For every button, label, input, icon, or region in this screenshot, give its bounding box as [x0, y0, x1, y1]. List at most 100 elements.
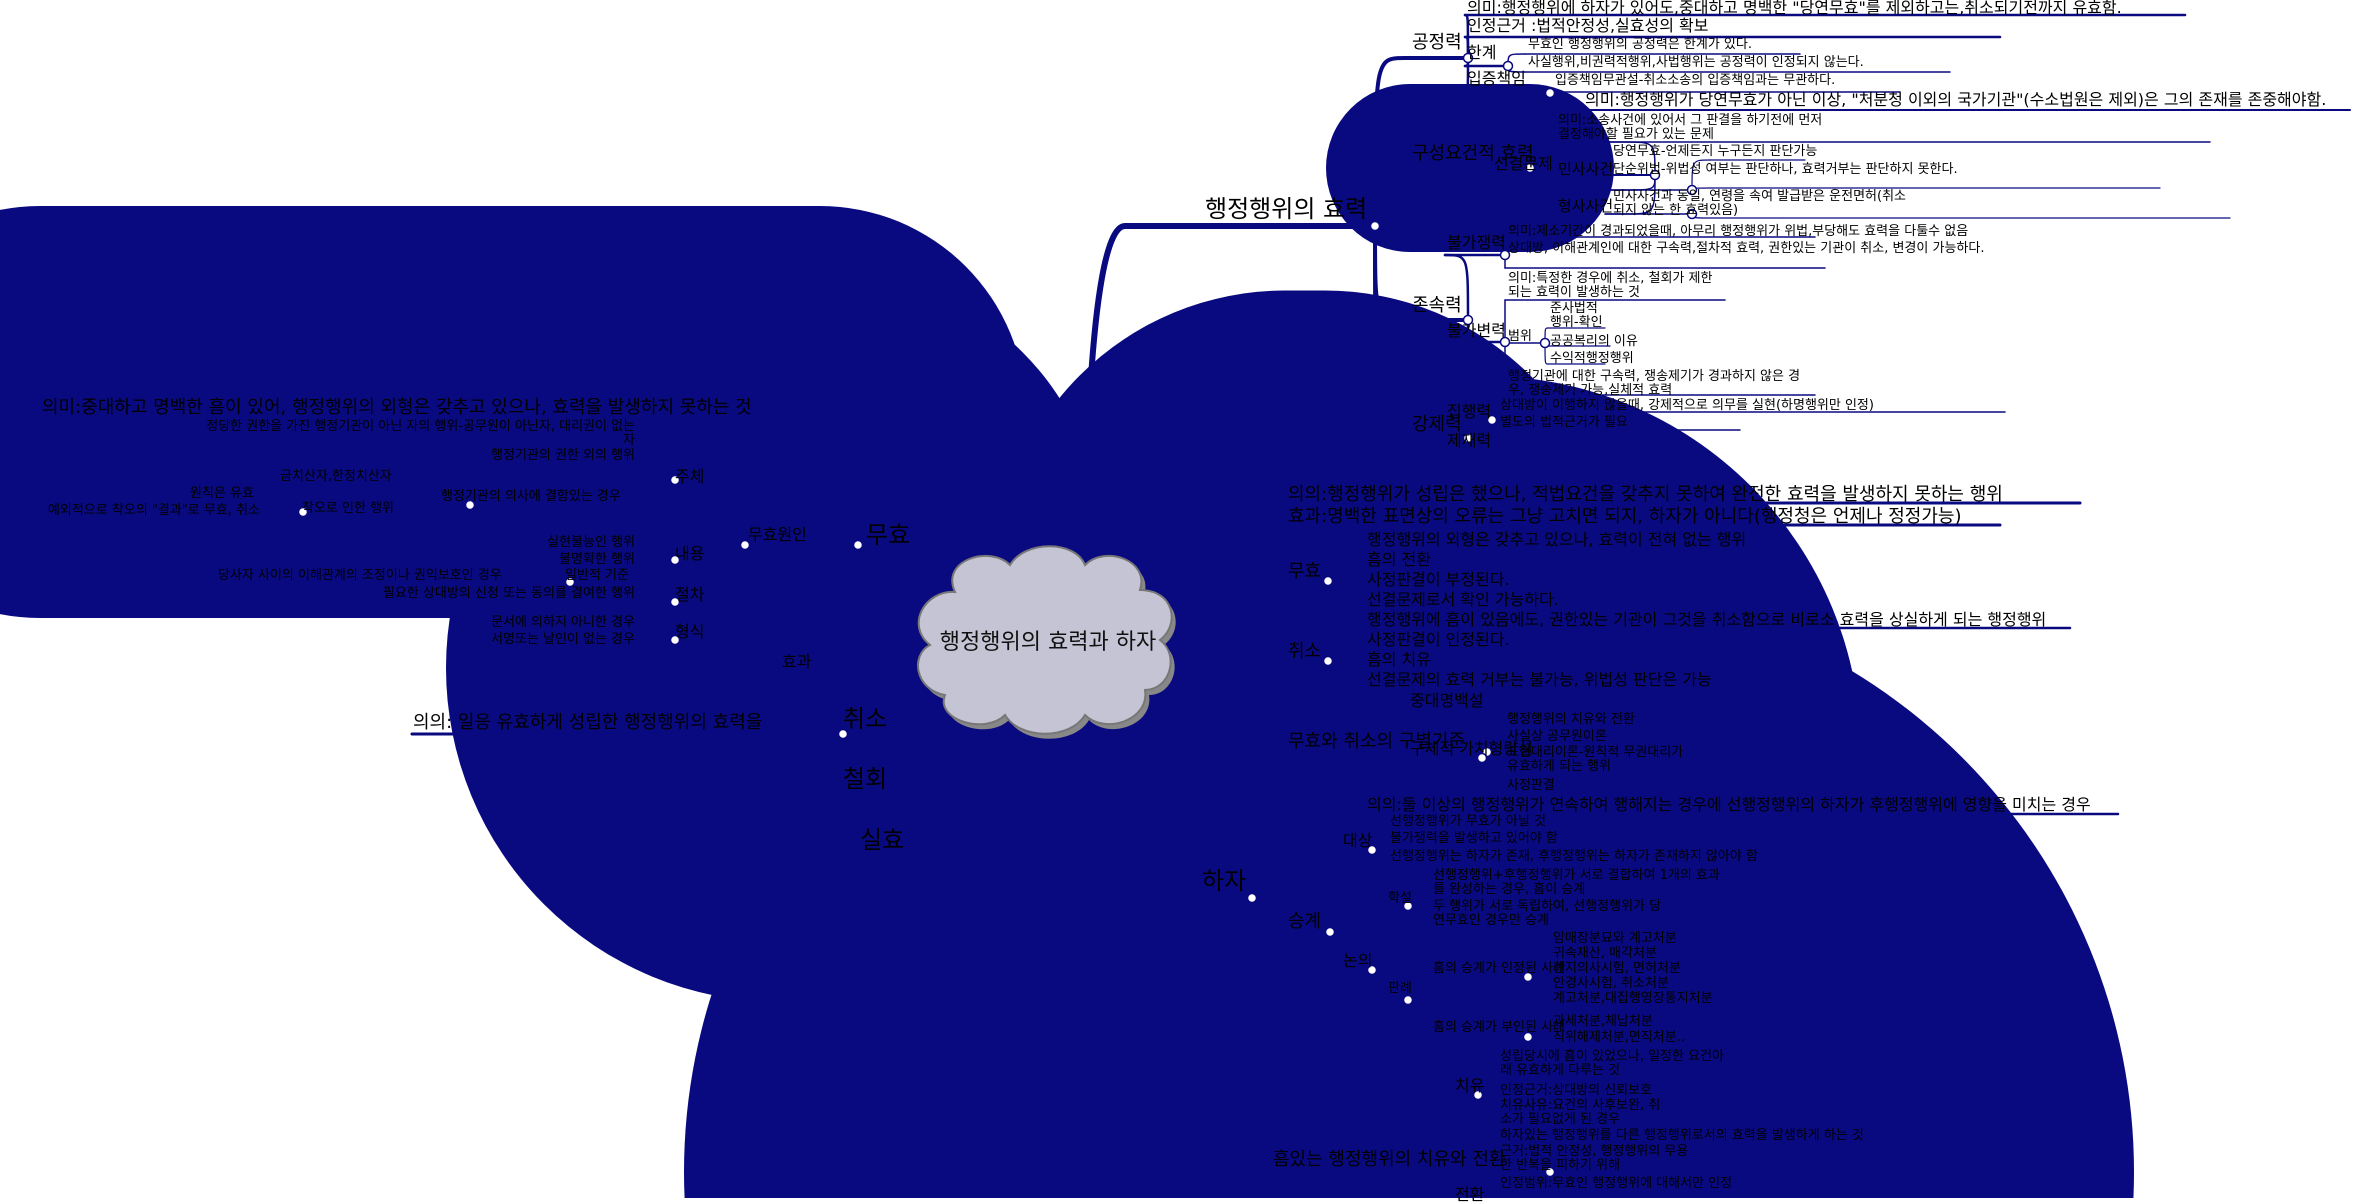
node-bulgajaeng[interactable]: 불가쟁력: [1447, 233, 1506, 252]
node-joint[interactable]: [852, 539, 864, 551]
cases-no-item[interactable]: 직위해제처분,면직처분..: [1553, 1030, 1685, 1045]
node-joint[interactable]: [1544, 1166, 1556, 1178]
node-joint[interactable]: [1472, 1089, 1484, 1101]
mistake-item[interactable]: 원칙은 유효: [190, 486, 254, 501]
node-joint[interactable]: [1476, 752, 1488, 764]
node-joint[interactable]: [669, 474, 681, 486]
procedure-item[interactable]: 필요한 상대방의 신청 또는 동의를 결여한 행위: [382, 586, 635, 601]
node-procedure[interactable]: 절차: [675, 585, 705, 604]
concrete-item[interactable]: 표현대리이론-원칙적 무권대리가 유효하게 되는 행위: [1507, 745, 1684, 775]
node-joint[interactable]: [1322, 655, 1334, 667]
node-joint[interactable]: [297, 506, 309, 518]
node-cases-no[interactable]: 흠의 승계가 부인된 사례: [1433, 1020, 1565, 1035]
target-item[interactable]: 불가쟁력을 발생하고 있어야 함: [1390, 831, 1558, 846]
cases-yes-item[interactable]: 한지의사시험, 면허처분: [1553, 961, 1681, 976]
topic-left-cancel[interactable]: 취소: [843, 705, 888, 733]
node-joint[interactable]: [669, 596, 681, 608]
node-joint[interactable]: [564, 576, 576, 588]
healing-item[interactable]: 성립당시에 흠이 있었으나, 일정한 요건아래 유효하게 다루는 것: [1500, 1049, 1724, 1079]
node-gusung[interactable]: 구성요건적 효력: [1412, 143, 1534, 164]
left-void-meaning[interactable]: 의미:중대하고 명백한 흠이 있어, 행정행위의 외형은 갖추고 있으나, 효력…: [42, 397, 752, 418]
node-joint[interactable]: [1324, 926, 1336, 938]
node-exec[interactable]: 집행력: [1447, 402, 1492, 421]
node-joint[interactable]: [1462, 52, 1474, 64]
node-will[interactable]: 행정기관의 의사에 결함있는 경우: [441, 489, 621, 504]
node-joint[interactable]: [464, 499, 476, 511]
void-item[interactable]: 흠의 전환: [1367, 550, 1431, 569]
content-item[interactable]: 실현불능인 행위: [547, 535, 635, 550]
bulgajaeng-item[interactable]: 의미:제소기간이 경과되었을때, 아무리 행정행위가 위법,부당해도 효력을 다…: [1508, 224, 1969, 239]
cancel-item[interactable]: 행정행위에 흠이 있음에도, 권한있는 기관이 그것을 취소함으로 비로소 효력…: [1367, 610, 2047, 629]
node-left-void-effect[interactable]: 효과: [782, 652, 812, 671]
healing-item[interactable]: 치유사유:요건의 사후보완, 취소가 필요없게 된 경우: [1500, 1098, 1661, 1128]
node-joint[interactable]: [1322, 575, 1334, 587]
cancel-item[interactable]: 선결문제의 효력 거부는 불가능, 위법성 판단은 가능: [1367, 670, 1712, 689]
node-mistake[interactable]: 착오로 인한 행위: [302, 501, 394, 516]
node-joint[interactable]: [1462, 432, 1474, 444]
node-joint[interactable]: [1502, 60, 1514, 72]
node-civil[interactable]: 민사사건: [1558, 160, 1614, 178]
node-joint[interactable]: [1522, 971, 1534, 983]
node-subject[interactable]: 주체: [675, 467, 705, 486]
node-joint[interactable]: [669, 634, 681, 646]
mistake-item[interactable]: 예외적으로 착오의 "결과"로 무효, 취소: [47, 503, 260, 518]
node-cases-yes[interactable]: 흠의 승계가 인정된 사례: [1433, 961, 1565, 976]
healing-item[interactable]: 인정근거:상대방의 신뢰보호: [1500, 1083, 1653, 1098]
cancel-item[interactable]: 사정판결이 인정된다.: [1367, 630, 1510, 649]
scope-item[interactable]: 공공복리의 이유: [1550, 334, 1638, 349]
cases-yes-item[interactable]: 계고처분,대집행영장통지처분: [1553, 991, 1713, 1006]
node-joint[interactable]: [1686, 208, 1698, 220]
node-conversion[interactable]: 전환: [1455, 1185, 1485, 1204]
node-joint[interactable]: [669, 554, 681, 566]
topic-left-void[interactable]: 무효: [866, 521, 911, 549]
limit-item[interactable]: 사실행위,비권력적행위,사법행위는 공정력이 인정되지 않는다.: [1528, 55, 1864, 70]
topic-left-revoke[interactable]: 철회: [843, 765, 888, 793]
node-joint[interactable]: [1649, 169, 1661, 181]
bulgabyeon-meaning[interactable]: 의미:특정한 경우에 취소, 철회가 제한되는 효력이 발생하는 것: [1508, 271, 1713, 301]
node-causes[interactable]: 무효원인: [748, 525, 807, 544]
void-item[interactable]: 사정판결이 부정된다.: [1367, 570, 1510, 589]
gongjeong-basis[interactable]: 인정근거 :법적안정성,실효성의 확보: [1467, 16, 1709, 35]
civil-item[interactable]: 단순위법-위법성 여부는 판단하나, 효력거부는 판단하지 못한다.: [1613, 162, 1958, 177]
node-content[interactable]: 내용: [675, 544, 705, 563]
topic-effect[interactable]: 행정행위의 효력: [1205, 195, 1368, 223]
node-joint[interactable]: [1366, 844, 1378, 856]
node-joint[interactable]: [1499, 249, 1511, 261]
node-sanction[interactable]: 제재력: [1447, 431, 1492, 450]
node-joint[interactable]: [1524, 162, 1536, 174]
bulgajaeng-item[interactable]: 상대방, 이해관계인에 대한 구속력,절차적 효력, 권한있는 기관이 취소, …: [1508, 241, 1985, 256]
node-joint[interactable]: [1544, 87, 1556, 99]
conversion-item[interactable]: 하자있는 행정행위를 다른 행정행위로서의 효력을 발생하게 하는 것: [1500, 1128, 1864, 1143]
node-joint[interactable]: [1246, 892, 1258, 904]
node-cure[interactable]: 흠있는 행정행위의 치유와 전환: [1273, 1149, 1506, 1170]
cases-yes-item[interactable]: 안경사시험, 취소처분: [1553, 976, 1669, 991]
node-joint[interactable]: [1686, 184, 1698, 196]
node-prejudicial[interactable]: 선결문제: [1494, 154, 1553, 173]
central-topic[interactable]: 행정행위의 효력과 하자: [939, 630, 1157, 655]
node-joint[interactable]: [1499, 336, 1511, 348]
will-incapable[interactable]: 금치산자,한정치산자: [280, 469, 392, 484]
void-item[interactable]: 행정행위의 외형은 갖추고 있으나, 효력이 전혀 없는 행위: [1367, 530, 1747, 549]
void-item[interactable]: 선결문제로서 확인 가능하다.: [1367, 590, 1559, 609]
gongjeong-meaning[interactable]: 의미:행정행위에 하자가 있어도,중대하고 명백한 "당연무효"를 제외하고는,…: [1467, 0, 2122, 17]
node-joint[interactable]: [1486, 414, 1498, 426]
node-burden[interactable]: 입증책임: [1467, 69, 1526, 88]
node-cases[interactable]: 판례: [1388, 981, 1412, 996]
defect-effect[interactable]: 효과:명백한 표면상의 오류는 그냥 고치면 되지, 하자가 아니다(행정청은 …: [1288, 506, 1962, 527]
node-healing[interactable]: 치유: [1455, 1076, 1485, 1095]
conversion-item[interactable]: 인정범위:무효인 행정행위에 대해서만 인정: [1500, 1176, 1733, 1191]
node-joint[interactable]: [1369, 220, 1381, 232]
central-cloud[interactable]: [917, 545, 1176, 739]
criteria-major[interactable]: 중대명백설: [1410, 691, 1484, 710]
node-joint[interactable]: [1402, 994, 1414, 1006]
node-void[interactable]: 무효: [1288, 561, 1322, 582]
node-succession[interactable]: 승계: [1288, 911, 1322, 932]
node-joint[interactable]: [1522, 1031, 1534, 1043]
node-limit[interactable]: 한계: [1467, 43, 1497, 62]
cases-yes-item[interactable]: 암매장분묘와 계고처분: [1553, 931, 1677, 946]
prejudicial-meaning[interactable]: 의미:소송사건에 있어서 그 판결을 하기전에 먼저 결정해야할 필요가 있는 …: [1558, 113, 1823, 143]
node-joint[interactable]: [1462, 314, 1474, 326]
procedure-general[interactable]: 일반적 기준: [565, 568, 629, 583]
node-joint[interactable]: [1539, 337, 1551, 349]
topic-left-lapse[interactable]: 실효: [860, 826, 905, 854]
